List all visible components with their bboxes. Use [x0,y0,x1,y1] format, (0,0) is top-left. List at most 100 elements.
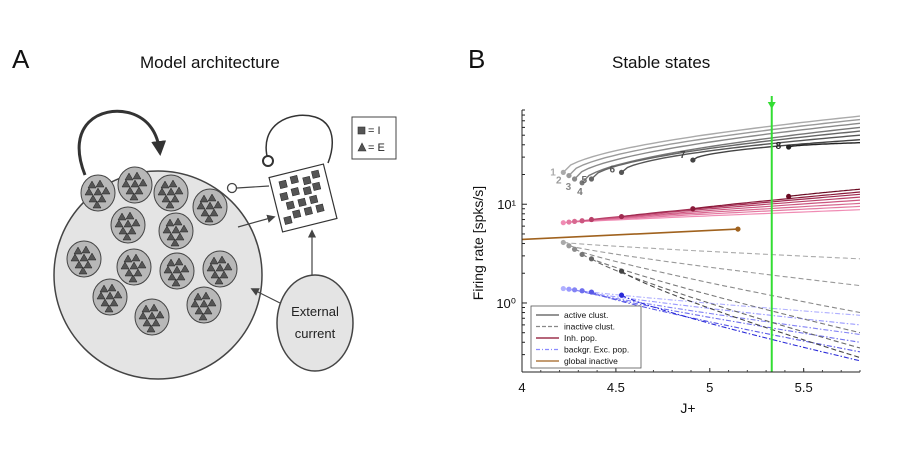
excitatory-neuron-icon [73,246,83,255]
inhibitory-neuron-icon [312,181,322,191]
excitatory-neuron-icon [131,218,141,227]
excitatory-neuron-icon [134,186,144,195]
architecture-diagram: External current = I = E [53,109,397,380]
excitatory-neuron-icon [74,260,84,269]
active-series-number-label: 8 [776,141,782,152]
inactive-cluster-line [621,270,860,359]
excitatory-neuron-icon [147,311,157,320]
excitatory-neuron-icon [109,298,119,307]
excitatory-neuron-icon [70,253,80,262]
active-cluster-line-start-point [560,169,566,176]
inactive-cluster-line-start-point [618,268,625,274]
active-series-number-label: 4 [577,187,583,198]
inhibitory-line-start-point [560,220,566,226]
background-exc-line [574,289,860,336]
inhibitory-neuron-icon [278,179,288,189]
inactive-cluster-line-start-point [571,246,578,252]
active-cluster-line [621,134,860,173]
background-exc-line-start-point [618,292,625,298]
x-tick-label: 5 [706,380,713,395]
excitatory-neuron-icon [205,201,215,210]
excitatory-neuron-icon [170,238,180,247]
external-current-label-line1: External [291,304,339,319]
excitatory-neuron-icon [209,256,219,265]
i-self-inhibition-end [262,155,274,167]
e-cluster [66,240,102,278]
excitatory-clusters [66,166,238,336]
inhibitory-neuron-icon [279,191,289,202]
excitatory-neuron-icon [162,225,172,234]
excitatory-neuron-icon [88,194,98,203]
excitatory-neuron-icon [166,232,176,241]
background-exc-line-start-point [571,287,578,293]
excitatory-neuron-icon [114,219,124,228]
inhibitory-line-start-point [571,218,578,225]
background-exc-line [591,291,860,353]
excitatory-neuron-icon [125,186,135,195]
excitatory-neuron-icon [125,211,135,220]
excitatory-neuron-icon [87,180,97,189]
inhibitory-neuron-icon [302,186,312,196]
excitatory-neuron-icon [166,258,176,267]
excitatory-neuron-icon [179,224,189,233]
active-cluster-line [591,130,860,180]
inhibitory-neuron-icon [290,187,300,197]
active-cluster-line-start-point [579,180,585,186]
excitatory-neuron-icon [83,260,93,269]
excitatory-neuron-icon [223,262,233,271]
y-tick-label: 10¹ [497,197,516,212]
e-self-connection-arrow [77,109,167,176]
excitatory-neuron-icon [104,304,114,313]
inactive-cluster-line [591,258,860,349]
excitatory-neuron-icon [201,291,211,300]
excitatory-neuron-icon [146,324,156,333]
inhibitory-line-start-point [566,219,572,225]
excitatory-neuron-icon [123,219,133,228]
excitatory-neuron-icon [173,217,183,226]
e-cluster [110,206,146,244]
background-exc-line [621,294,860,362]
excitatory-neuron-icon [97,194,107,203]
legend-inhibitory-label: = I [368,125,381,137]
active-cluster-line [568,118,860,177]
e-to-i-arrow [237,214,276,228]
active-series-number-label: 3 [566,182,572,193]
active-cluster-line-start-point [571,176,578,182]
y-axis-label: Firing rate [spks/s] [470,186,486,300]
active-cluster-line-start-point [690,157,696,163]
e-cluster [159,252,195,290]
i-to-e-inhibition-end [226,182,238,194]
inhibitory-neuron-icon [292,209,302,219]
excitatory-neuron-icon [196,201,206,210]
excitatory-neuron-icon [99,284,109,293]
excitatory-neuron-icon [124,172,134,181]
e-cluster [80,174,116,212]
legend-entry-label: backgr. Exc. pop. [564,345,629,355]
excitatory-neuron-icon [193,292,203,301]
x-tick-label: 5.5 [795,380,813,395]
inhibitory-line [582,199,860,222]
inhibitory-neuron-icon [303,206,313,216]
inactive-cluster-line-start-point [560,239,566,246]
excitatory-neuron-icon [122,232,132,241]
inhibitory-line [574,202,860,222]
excitatory-neuron-icon [199,194,209,203]
j-plus-marker-arrow-head [767,102,776,109]
excitatory-neuron-icon [198,312,208,321]
inhibitory-line [568,205,860,223]
excitatory-neuron-icon [129,261,139,270]
x-tick-label: 4.5 [607,380,625,395]
excitatory-neuron-icon [137,260,147,269]
excitatory-neuron-icon [200,208,210,217]
active-series-number-label: 2 [556,176,562,187]
background-exc-line [568,288,860,326]
e-cluster [186,286,222,324]
i-self-connection [265,114,333,164]
excitatory-neuron-icon [149,303,159,312]
excitatory-neuron-icon [215,263,225,272]
active-cluster-line [581,126,860,184]
active-cluster-line [692,139,860,161]
excitatory-neuron-icon [120,261,130,270]
global-inactive-line [522,228,738,241]
excitatory-neuron-icon [171,278,181,287]
